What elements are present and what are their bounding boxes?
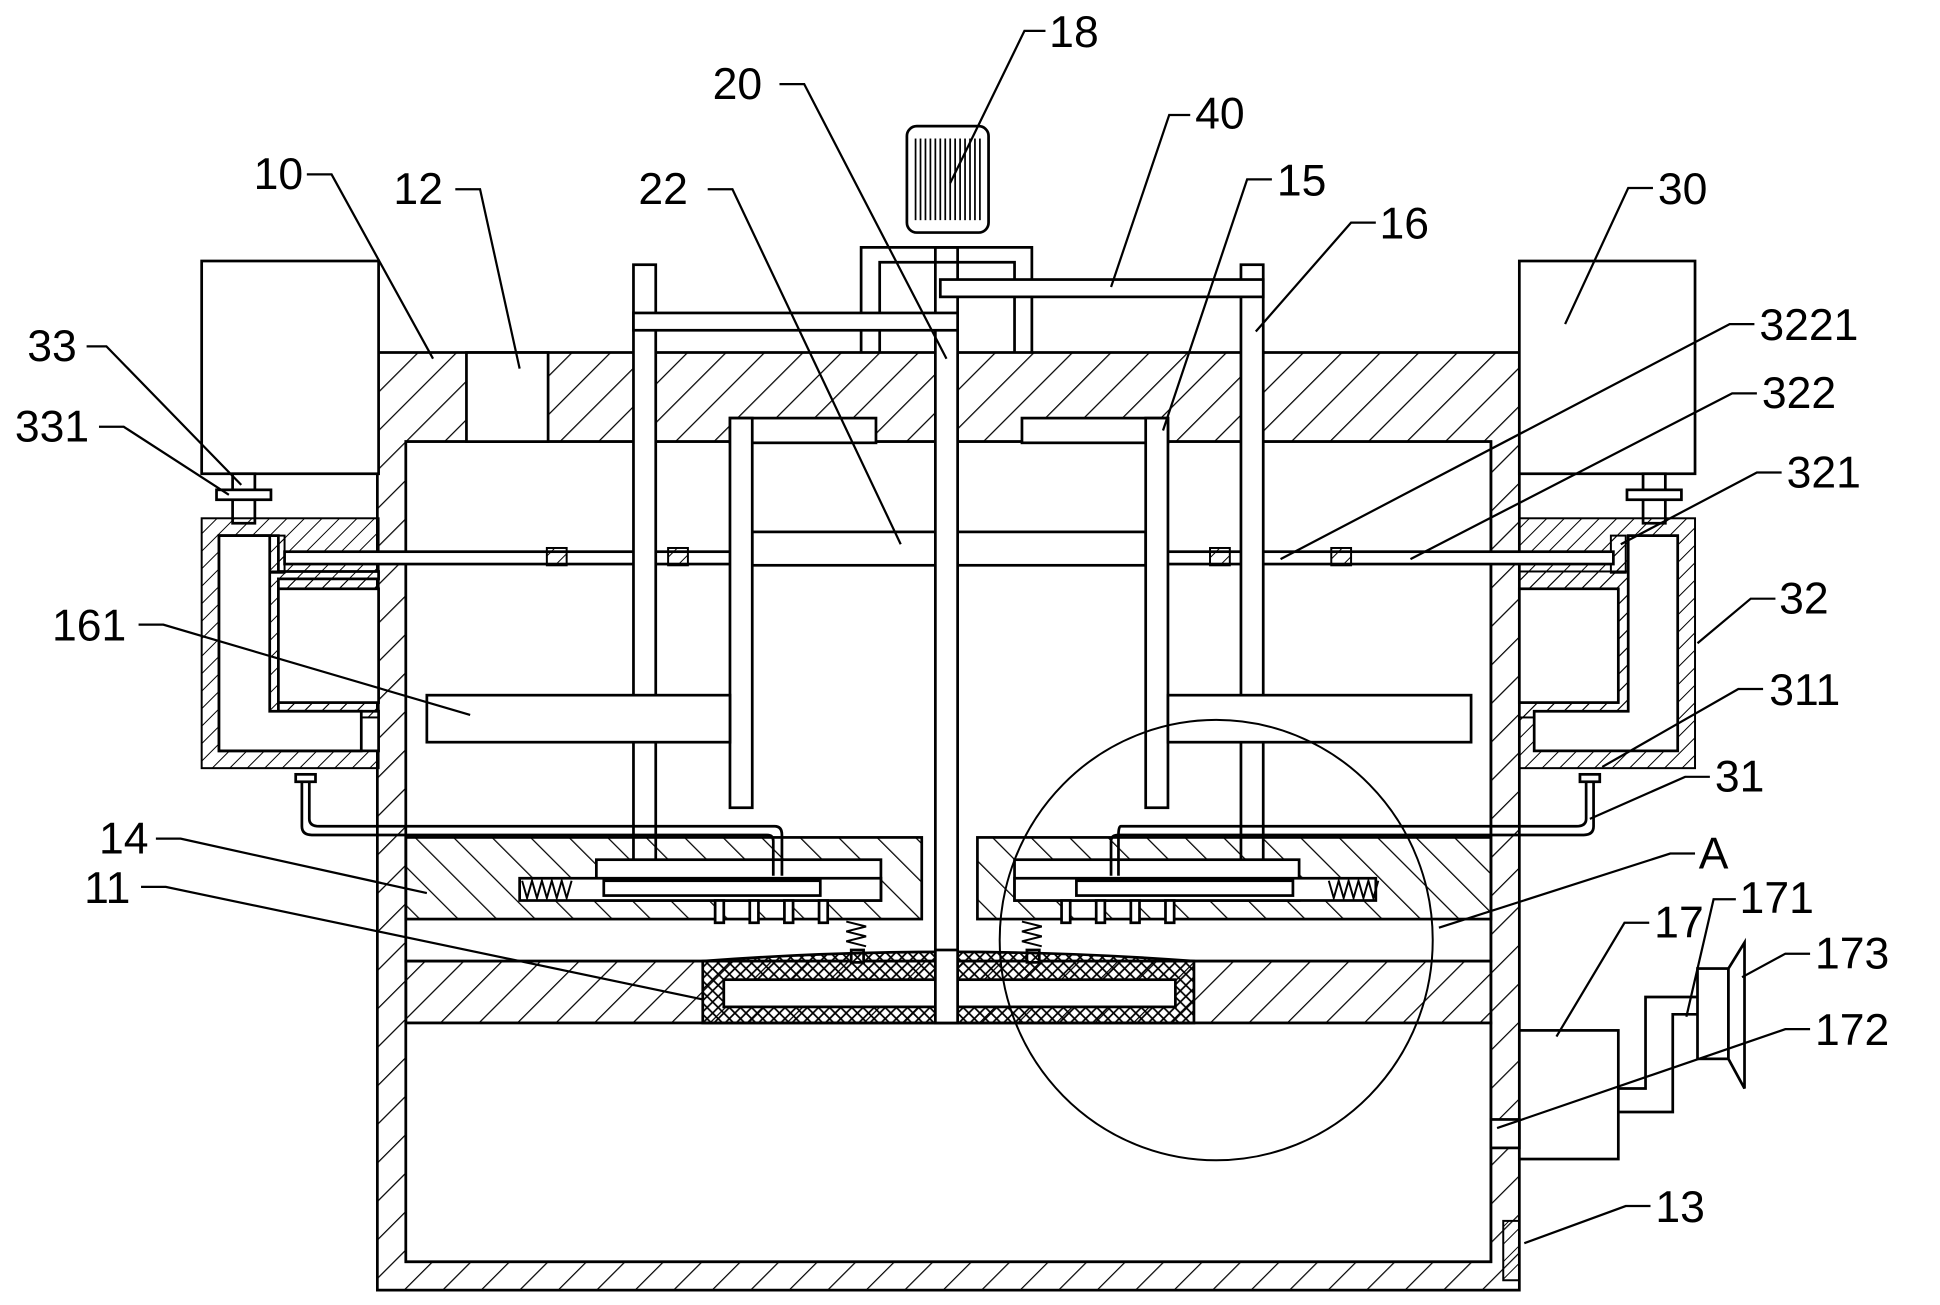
label-20: 20 [713, 60, 763, 109]
collection-chamber [404, 1021, 1493, 1264]
brush-tooth [783, 899, 795, 925]
recess-left [728, 416, 878, 445]
label-32: 32 [1779, 575, 1829, 624]
label-12: 12 [393, 165, 443, 214]
brush-tooth [713, 899, 726, 925]
label-40: 40 [1195, 90, 1245, 139]
brush-tooth [748, 899, 760, 925]
discharge-assembly [1489, 937, 1746, 1161]
feed-port [465, 351, 550, 443]
label-15: 15 [1277, 156, 1327, 205]
valve-311-left [294, 772, 317, 784]
label-161: 161 [52, 602, 126, 651]
brush-tooth [1060, 899, 1072, 925]
label-172: 172 [1815, 1006, 1889, 1055]
label-10: 10 [254, 150, 304, 199]
press-plate-left [404, 836, 924, 921]
detail-circle-a [998, 718, 1434, 1162]
label-11: 11 [84, 864, 130, 913]
valve-right [1625, 472, 1683, 525]
label-17: 17 [1654, 899, 1704, 948]
tank-30-right [1517, 259, 1697, 476]
label-33: 33 [27, 322, 77, 371]
pipe-31-right [1109, 781, 1595, 876]
seal-block [667, 546, 689, 567]
label-14: 14 [99, 815, 149, 864]
valve-left [215, 472, 273, 525]
main-shaft [933, 246, 959, 1025]
drain-valve-13 [1502, 1219, 1521, 1282]
label-a: A [1699, 829, 1729, 878]
label-171: 171 [1740, 874, 1814, 923]
label-173: 173 [1815, 930, 1889, 979]
seal-block [1330, 546, 1353, 567]
label-3221: 3221 [1759, 301, 1858, 350]
label-18: 18 [1049, 8, 1099, 57]
seal-block [1209, 546, 1231, 567]
paddle-161-left [425, 693, 732, 744]
pipe-31-left [300, 781, 784, 876]
tank-left [200, 259, 380, 476]
label-30: 30 [1658, 165, 1708, 214]
label-22: 22 [638, 165, 688, 214]
brush-tooth [1164, 899, 1176, 925]
label-16: 16 [1380, 200, 1430, 249]
label-331: 331 [15, 403, 89, 452]
leader-lines [86, 29, 1811, 1245]
label-311: 311 [1769, 666, 1840, 715]
brush-tooth [1129, 899, 1141, 925]
brush-tooth [1094, 899, 1107, 925]
label-13: 13 [1655, 1183, 1705, 1232]
label-322: 322 [1762, 369, 1836, 418]
label-321: 321 [1787, 448, 1861, 497]
rod-16-left [632, 263, 658, 891]
rod-16-right [1239, 263, 1265, 891]
filter-unit [701, 948, 1196, 1025]
brush-teeth [713, 899, 1176, 925]
brush-tooth [817, 899, 830, 925]
valve-311-right [1578, 772, 1602, 784]
paddle-161-right [1166, 693, 1473, 744]
recess-right [1020, 416, 1170, 445]
motor [905, 124, 990, 234]
seal-block [545, 546, 568, 567]
label-31: 31 [1715, 753, 1765, 802]
shaft-15-right [1144, 416, 1170, 810]
shaft-15-left [728, 416, 754, 810]
